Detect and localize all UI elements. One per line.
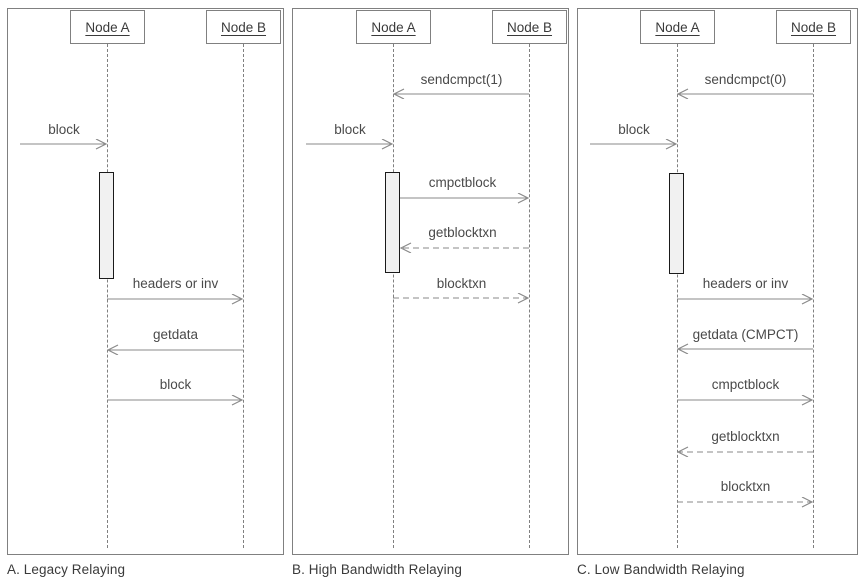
panel-a-msg-label-getdata: getdata <box>152 327 199 342</box>
panel-c-caption: C. Low Bandwidth Relaying <box>577 562 745 577</box>
panel-b-node-b-label: Node B <box>506 19 553 35</box>
panel-c-node-a-activation <box>669 173 684 274</box>
panel-b-msg-label-block-in: block <box>334 122 366 137</box>
panel-c-msg-label-cmpctblock: cmpctblock <box>711 377 780 392</box>
panel-c-node-b-lifeline <box>813 44 814 548</box>
panel-b-node-a-activation <box>385 172 400 273</box>
panel-b-node-a-label: Node A <box>371 19 416 35</box>
panel-c-msg-label-getdata-cmpct: getdata (CMPCT) <box>692 327 799 342</box>
panel-c-node-a-box: Node A <box>640 10 715 44</box>
panel-a-node-b-label: Node B <box>220 19 267 35</box>
panel-c-frame <box>577 8 858 555</box>
panel-b-node-b-box: Node B <box>492 10 567 44</box>
panel-c-node-a-label: Node A <box>655 19 700 35</box>
panel-b-frame <box>292 8 569 555</box>
panel-c-node-a-lifeline <box>677 44 678 548</box>
panel-c-msg-label-getblocktxn: getblocktxn <box>711 429 780 444</box>
panel-b-node-a-box: Node A <box>356 10 431 44</box>
panel-a-node-a-label: Node A <box>85 19 130 35</box>
panel-b-node-a-lifeline <box>393 44 394 548</box>
panel-b-msg-label-getblocktxn: getblocktxn <box>428 225 497 240</box>
panel-c-node-b-box: Node B <box>776 10 851 44</box>
panel-c-msg-label-headers-or-inv: headers or inv <box>702 276 789 291</box>
panel-c-msg-label-sendcmpct: sendcmpct(0) <box>704 72 787 87</box>
panel-b-msg-label-cmpctblock: cmpctblock <box>428 175 497 190</box>
panel-a-node-a-activation <box>99 172 114 279</box>
panel-a-msg-label-block-out: block <box>159 377 192 392</box>
panel-a-node-b-box: Node B <box>206 10 281 44</box>
panel-c-msg-label-blocktxn: blocktxn <box>720 479 771 494</box>
panel-a-caption: A. Legacy Relaying <box>7 562 126 577</box>
panel-b-caption: B. High Bandwidth Relaying <box>292 562 462 577</box>
panel-a-frame <box>7 8 284 555</box>
panel-b-msg-label-sendcmpct: sendcmpct(1) <box>420 72 503 87</box>
panel-c-node-b-label: Node B <box>790 19 837 35</box>
panel-a-msg-label-block-in: block <box>48 122 80 137</box>
panel-a-node-a-lifeline <box>107 44 108 548</box>
panel-a-node-b-lifeline <box>243 44 244 548</box>
panel-c-msg-label-block-in: block <box>618 122 650 137</box>
panel-a-msg-label-headers-or-inv: headers or inv <box>132 276 219 291</box>
panel-b-node-b-lifeline <box>529 44 530 548</box>
panel-b-msg-label-blocktxn: blocktxn <box>436 276 487 291</box>
panel-a-node-a-box: Node A <box>70 10 145 44</box>
